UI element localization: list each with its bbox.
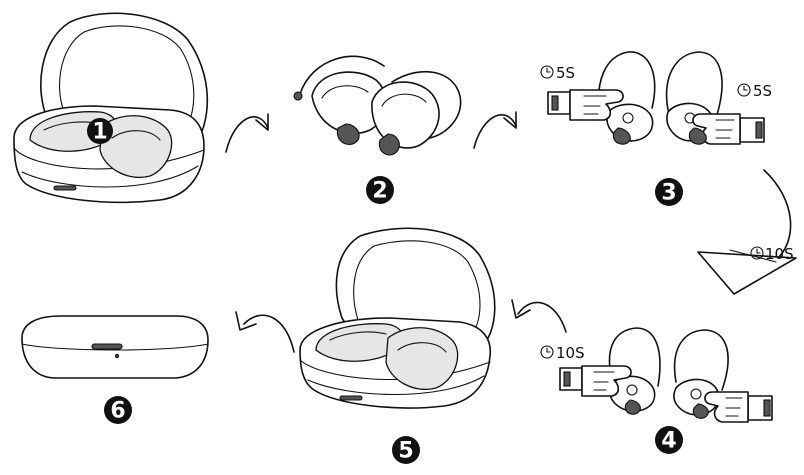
step-number-3: 3 (661, 181, 676, 206)
step-badge-6: 6 (104, 396, 132, 424)
step-badge-2: 2 (366, 176, 394, 204)
step-number-6: 6 (110, 399, 125, 424)
arrow-4-to-5 (512, 300, 566, 332)
arrow-1-to-2 (226, 114, 268, 152)
step-number-2: 2 (372, 179, 387, 204)
timer-left-label: 5S (556, 64, 575, 82)
step-badge-4: 4 (655, 426, 683, 454)
step-number-4: 4 (661, 429, 676, 454)
timer-right-group: 5S (738, 82, 772, 100)
arrow-2-to-3 (474, 112, 516, 148)
step-4-press-hold: 10S (541, 328, 772, 422)
step-3-press-hold: 5S 5S (541, 52, 772, 144)
arrow-5-to-6 (236, 312, 294, 352)
step-1-open-case (14, 13, 207, 202)
step-number-5: 5 (398, 439, 413, 464)
timer-step4-label: 10S (556, 344, 585, 362)
step-badge-3: 3 (655, 178, 683, 206)
step-2-earbuds-out (294, 56, 461, 155)
transition-timer-label: 10S (765, 245, 794, 263)
arrow-3-to-4: 10S (698, 170, 796, 294)
step-5-case-with-earbuds (300, 228, 495, 408)
step-badge-5: 5 (392, 436, 420, 464)
step-number-1: 1 (92, 120, 107, 145)
timer-left-group: 5S (541, 64, 575, 82)
step-6-closed-case (22, 316, 208, 378)
timer-right-label: 5S (753, 82, 772, 100)
timer-step4-group: 10S (541, 344, 585, 362)
